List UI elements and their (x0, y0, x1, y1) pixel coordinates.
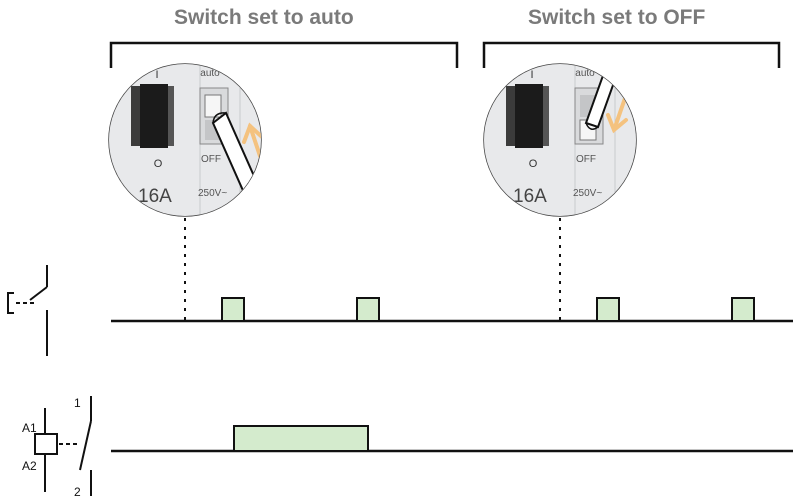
output-pulse (233, 425, 369, 452)
pushbutton-contact-icon (7, 265, 48, 356)
label-auto: auto (575, 68, 595, 79)
relay-coil-contact-icon: A1 A2 1 2 (22, 396, 92, 499)
voltage-label: 250V~ (573, 188, 602, 199)
input-pulse (596, 297, 620, 322)
heading-off: Switch set to OFF (528, 6, 706, 29)
input-pulse (731, 297, 755, 322)
arrow-icon (242, 122, 261, 182)
heading-auto: Switch set to auto (174, 6, 354, 29)
label-off-position: OFF (576, 154, 596, 165)
label-on: I (155, 69, 158, 81)
terminal-a2-label: A2 (22, 459, 37, 473)
input-pulse (221, 297, 245, 322)
bracket-off (482, 41, 781, 68)
breaker-zoom-auto: I O auto OFF 16A 250V~ (108, 63, 262, 217)
input-pulse (356, 297, 380, 322)
auto-switch-lever (204, 94, 222, 118)
rating-label: 16A (513, 186, 547, 207)
breaker-handle (140, 84, 168, 148)
label-auto: auto (200, 68, 220, 79)
terminal-a1-label: A1 (22, 421, 37, 435)
label-off-symbol: O (154, 158, 163, 170)
label-off-position: OFF (201, 154, 221, 165)
label-on: I (530, 69, 533, 81)
breaker-handle (515, 84, 543, 148)
voltage-label: 250V~ (198, 188, 227, 199)
label-off-symbol: O (529, 158, 538, 170)
bracket-auto (109, 41, 459, 68)
contact-2-label: 2 (74, 485, 81, 499)
contact-1-label: 1 (74, 396, 81, 410)
rating-label: 16A (138, 186, 172, 207)
breaker-zoom-off: I O auto OFF 16A 250V~ (483, 63, 637, 217)
